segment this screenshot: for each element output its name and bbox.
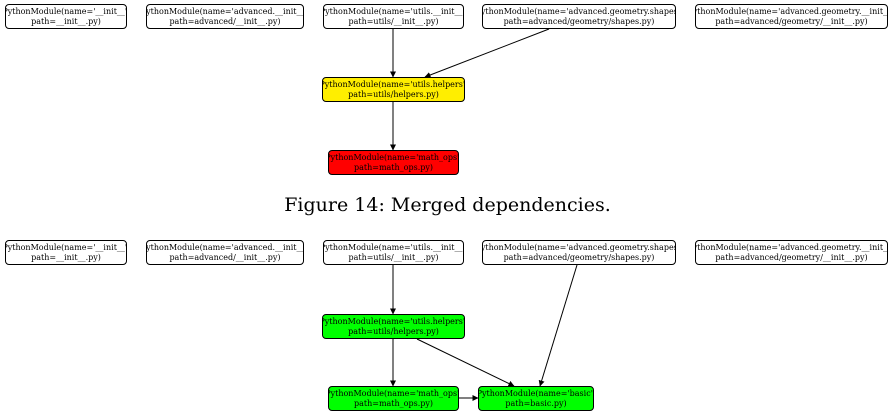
module-name-label: PythonModule(name='utils.__init__', [323, 6, 464, 16]
module-node-geometry-init: PythonModule(name='advanced.geometry.__i… [695, 240, 888, 265]
module-name-label: PythonModule(name='utils.helpers', [322, 79, 465, 89]
module-node-utils-helpers: PythonModule(name='utils.helpers', path=… [322, 314, 465, 339]
module-name-label: PythonModule(name='__init__', [5, 6, 127, 16]
dependency-edge-g1-shapes-to-g1-helpers [424, 28, 550, 78]
module-name-label: PythonModule(name='utils.__init__', [323, 242, 464, 252]
module-name-label: PythonModule(name='advanced.geometry.__i… [695, 242, 888, 252]
module-node-utils-helpers: PythonModule(name='utils.helpers', path=… [322, 77, 465, 102]
module-node-math-ops: PythonModule(name='math_ops', path=math_… [328, 150, 459, 175]
module-name-label: PythonModule(name='__init__', [5, 242, 127, 252]
module-node-advanced-init: PythonModule(name='advanced.__init__', p… [146, 4, 304, 29]
module-node-basic: PythonModule(name='basic', path=basic.py… [478, 386, 594, 411]
module-path-label: path=basic.py) [505, 398, 567, 408]
module-path-label: path=advanced/geometry/shapes.py) [503, 16, 655, 26]
module-name-label: PythonModule(name='math_ops', [328, 152, 459, 162]
module-node-utils-init: PythonModule(name='utils.__init__', path… [323, 240, 464, 265]
dependency-edge-g2-helpers-to-g2-basic [416, 338, 515, 387]
module-path-label: path=utils/helpers.py) [348, 89, 439, 99]
module-name-label: PythonModule(name='advanced.geometry.__i… [695, 6, 888, 16]
module-node-init: PythonModule(name='__init__', path=__ini… [5, 4, 127, 29]
module-node-init: PythonModule(name='__init__', path=__ini… [5, 240, 127, 265]
module-path-label: path=__init__.py) [31, 16, 101, 26]
module-path-label: path=advanced/__init__.py) [169, 16, 281, 26]
module-name-label: PythonModule(name='advanced.__init__', [146, 6, 304, 16]
module-node-math-ops: PythonModule(name='math_ops', path=math_… [328, 386, 459, 411]
module-node-geometry-shapes: PythonModule(name='advanced.geometry.sha… [482, 4, 676, 29]
module-path-label: path=math_ops.py) [353, 398, 434, 408]
module-name-label: PythonModule(name='advanced.geometry.sha… [482, 6, 676, 16]
module-path-label: path=utils/__init__.py) [348, 252, 439, 262]
module-path-label: path=__init__.py) [31, 252, 101, 262]
module-path-label: path=advanced/geometry/shapes.py) [503, 252, 655, 262]
module-node-geometry-init: PythonModule(name='advanced.geometry.__i… [695, 4, 888, 29]
module-path-label: path=advanced/geometry/__init__.py) [715, 252, 868, 262]
module-path-label: path=advanced/geometry/__init__.py) [715, 16, 868, 26]
module-name-label: PythonModule(name='math_ops', [328, 388, 459, 398]
module-name-label: PythonModule(name='basic', [478, 388, 594, 398]
module-name-label: PythonModule(name='utils.helpers', [322, 316, 465, 326]
module-path-label: path=utils/__init__.py) [348, 16, 439, 26]
module-name-label: PythonModule(name='advanced.__init__', [146, 242, 304, 252]
module-path-label: path=advanced/__init__.py) [169, 252, 281, 262]
dependency-edge-g2-shapes-to-g2-basic [538, 264, 578, 387]
module-name-label: PythonModule(name='advanced.geometry.sha… [482, 242, 676, 252]
module-path-label: path=math_ops.py) [353, 162, 434, 172]
module-node-advanced-init: PythonModule(name='advanced.__init__', p… [146, 240, 304, 265]
module-path-label: path=utils/helpers.py) [348, 326, 439, 336]
figure-caption: Figure 14: Merged dependencies. [284, 194, 611, 216]
module-node-utils-init: PythonModule(name='utils.__init__', path… [323, 4, 464, 29]
module-node-geometry-shapes: PythonModule(name='advanced.geometry.sha… [482, 240, 676, 265]
